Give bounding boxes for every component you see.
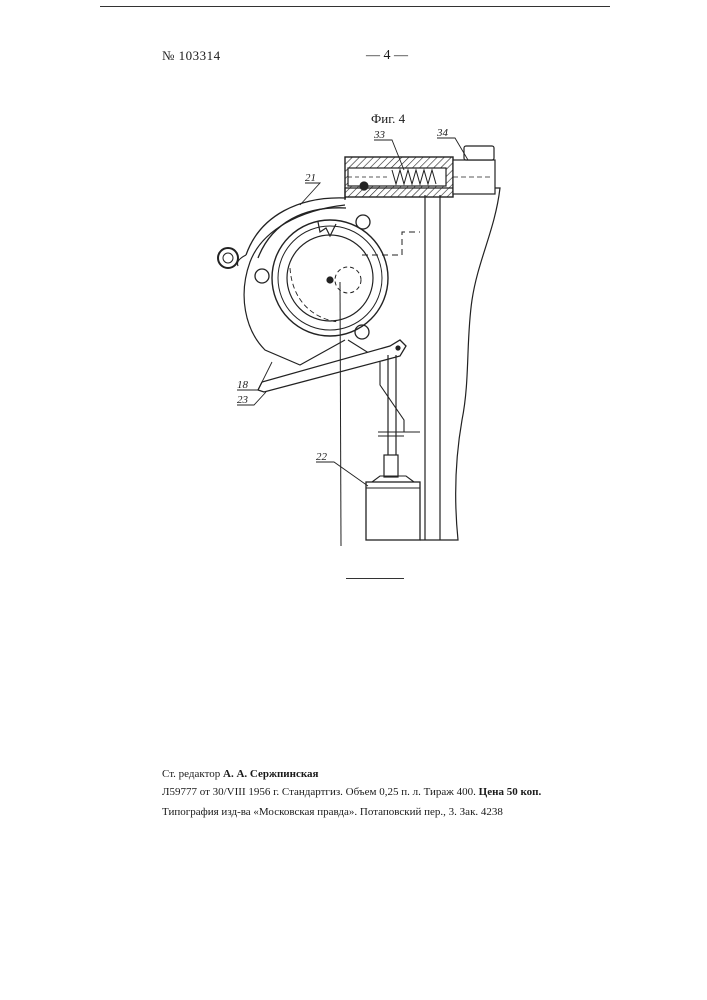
callout-21: 21 bbox=[305, 172, 316, 184]
imprint-printer-line: Типография изд-ва «Московская правда». П… bbox=[162, 806, 503, 818]
callout-22: 22 bbox=[316, 451, 328, 463]
housing-pin bbox=[360, 182, 368, 190]
imprint-order-line: Л59777 от 30/VIII 1956 г. Стандартгиз. О… bbox=[162, 786, 541, 798]
plate-18 bbox=[244, 205, 345, 365]
foot-22 bbox=[366, 482, 420, 540]
editor-prefix: Ст. редактор bbox=[162, 768, 220, 780]
wheel-hub-dashed bbox=[335, 267, 361, 293]
rod-collar bbox=[384, 455, 398, 477]
callout-18: 18 bbox=[237, 379, 249, 391]
editor-name: А. А. Сержпинская bbox=[223, 768, 318, 780]
callout-34: 34 bbox=[436, 127, 449, 139]
callout-33: 33 bbox=[373, 129, 386, 141]
end-rule bbox=[346, 578, 404, 579]
wheel-axle bbox=[327, 277, 333, 283]
thread-line bbox=[340, 282, 341, 546]
wheel-notch bbox=[318, 222, 336, 236]
roller-top bbox=[356, 215, 370, 229]
imprint-editor-line: Ст. редактор А. А. Сержпинская bbox=[162, 768, 318, 780]
price: Цена 50 коп. bbox=[479, 786, 542, 798]
order-details: Л59777 от 30/VIII 1956 г. Стандартгиз. О… bbox=[162, 786, 476, 798]
knob-34-cap bbox=[464, 146, 494, 160]
technical-drawing: 33 34 21 18 23 22 bbox=[0, 0, 707, 600]
callout-23: 23 bbox=[237, 394, 249, 406]
hidden-contour bbox=[362, 232, 420, 255]
ring-handle bbox=[218, 248, 238, 268]
roller-left bbox=[255, 269, 269, 283]
